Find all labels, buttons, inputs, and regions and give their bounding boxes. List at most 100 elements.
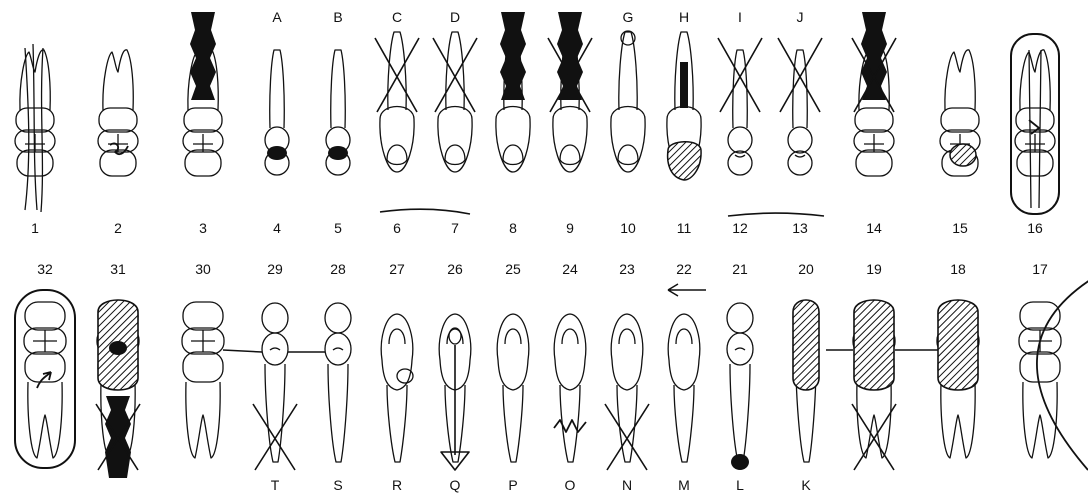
tooth-root <box>387 385 407 462</box>
tooth-root <box>186 382 220 458</box>
tooth-root <box>103 50 133 110</box>
post <box>680 62 688 108</box>
lower-letter-label: S <box>333 477 342 493</box>
tooth-root <box>328 364 348 462</box>
tooth-crown-upper <box>727 303 753 333</box>
lower-tooth-25 <box>497 314 529 462</box>
upper-tooth-8 <box>496 12 530 172</box>
upper-tooth-number: 7 <box>451 220 459 236</box>
upper-tooth-6 <box>375 32 419 172</box>
tooth-crown-lower <box>856 150 892 176</box>
tooth-crown-lower <box>183 352 223 382</box>
upper-tooth-number: 1 <box>31 220 39 236</box>
lower-tooth-number: 28 <box>330 261 346 277</box>
lower-tooth-26 <box>439 314 471 470</box>
upper-tooth-7 <box>433 32 477 172</box>
upper-tooth-3 <box>183 12 223 176</box>
tooth-crown <box>553 107 587 173</box>
upper-tooth-number: 5 <box>334 220 342 236</box>
upper-tooth-1 <box>15 44 55 212</box>
tooth-crown-upper <box>262 303 288 333</box>
upper-letter-label: A <box>272 9 282 25</box>
crown-hatched <box>938 300 978 390</box>
lower-tooth-number: 29 <box>267 261 283 277</box>
group-underline <box>728 213 824 216</box>
tooth-root <box>941 382 975 458</box>
tooth-root <box>619 32 637 110</box>
tooth-grooves <box>864 134 884 152</box>
filling <box>267 146 287 160</box>
lower-letter-label: Q <box>450 477 461 493</box>
upper-tooth-number: 13 <box>792 220 808 236</box>
tooth-root <box>265 364 285 462</box>
tooth-incisal <box>560 145 580 165</box>
tooth-crown-upper <box>325 303 351 333</box>
upper-tooth-number: 14 <box>866 220 882 236</box>
tooth-grooves <box>33 330 57 352</box>
upper-tooth-number: 16 <box>1027 220 1043 236</box>
upper-letter-label: B <box>333 9 342 25</box>
tooth-grooves <box>270 348 280 350</box>
upper-tooth-number: 3 <box>199 220 207 236</box>
tooth-crown-upper <box>99 108 137 132</box>
upper-tooth-11 <box>667 32 701 180</box>
tooth-root <box>945 50 975 110</box>
tooth-root <box>20 50 50 110</box>
filling <box>328 146 348 160</box>
upper-letter-label: D <box>450 9 460 25</box>
tooth-incisal <box>389 329 405 344</box>
tooth-crown-upper <box>16 108 54 132</box>
tooth-grooves <box>333 348 343 350</box>
tooth-crown-upper <box>788 127 812 153</box>
tooth-crown <box>611 107 645 173</box>
tooth-crown-upper <box>855 108 893 132</box>
fracture-mark <box>554 420 586 432</box>
tooth-grooves <box>191 330 215 352</box>
tooth-incisal <box>619 329 635 344</box>
tooth-crown-lower <box>325 333 351 365</box>
tooth-crown-upper <box>184 108 222 132</box>
lower-letter-label: M <box>678 477 690 493</box>
lower-tooth-number: 23 <box>619 261 635 277</box>
upper-tooth-9 <box>548 12 592 172</box>
lower-letter-label: P <box>508 477 517 493</box>
bridge-connector <box>223 350 325 352</box>
tooth-incisal <box>387 145 407 165</box>
tooth-crown-lower <box>788 151 812 175</box>
extraction-x <box>433 38 477 112</box>
lower-tooth-22 <box>668 314 700 462</box>
lower-tooth-number: 32 <box>37 261 53 277</box>
lower-tooth-number: 20 <box>798 261 814 277</box>
upper-tooth-number: 6 <box>393 220 401 236</box>
extraction-x <box>375 38 419 112</box>
tooth-crown-upper <box>728 127 752 153</box>
upper-tooth-13 <box>778 38 822 175</box>
lower-tooth-29 <box>253 303 297 470</box>
tooth-crown-upper <box>1016 108 1054 132</box>
lower-tooth-28 <box>325 303 351 462</box>
upper-letter-label: C <box>392 9 402 25</box>
tooth-grooves <box>1025 134 1045 152</box>
upper-tooth-16 <box>1011 34 1059 214</box>
tooth-root <box>1020 50 1050 110</box>
upper-tooth-10 <box>611 31 645 172</box>
lower-tooth-31 <box>96 300 140 478</box>
upper-letter-label: I <box>738 9 742 25</box>
tooth-crown-lower <box>1017 150 1053 176</box>
extraction-x <box>718 38 762 112</box>
lower-tooth-number: 25 <box>505 261 521 277</box>
upper-tooth-number: 2 <box>114 220 122 236</box>
tooth-crown <box>554 314 586 390</box>
crown-hatched <box>668 142 701 180</box>
tooth-crown <box>668 314 700 390</box>
lower-tooth-number: 26 <box>447 261 463 277</box>
tooth-incisal <box>445 145 465 165</box>
pulp-mark <box>449 328 461 344</box>
lower-tooth-number: 18 <box>950 261 966 277</box>
upper-tooth-15 <box>940 50 980 176</box>
lower-tooth-number: 17 <box>1032 261 1048 277</box>
tooth-root <box>388 32 406 110</box>
filling-hatched <box>950 144 976 166</box>
tooth-crown <box>497 314 529 390</box>
